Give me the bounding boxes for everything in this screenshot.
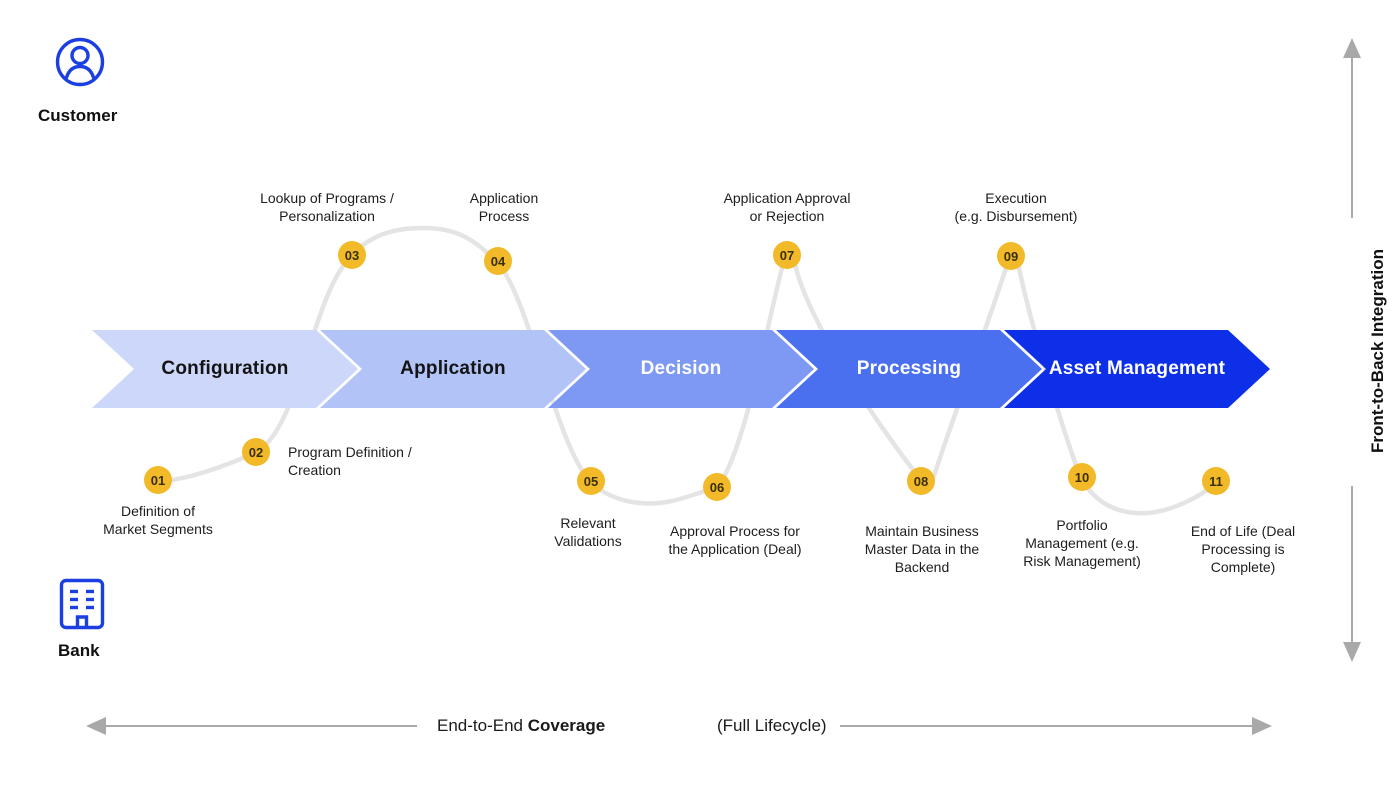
- h-axis-label-paren: (Full Lifecycle): [717, 716, 827, 735]
- phase-label: Decision: [640, 358, 722, 379]
- journey-curve: [147, 225, 1219, 516]
- step-circle-02: 02: [242, 438, 270, 466]
- step-label-09: Execution (e.g. Disbursement): [954, 190, 1078, 224]
- phase-processing: Processing: [776, 330, 1042, 408]
- step-circle-08: 08: [907, 467, 935, 495]
- h-axis-label-bold: Coverage: [527, 716, 606, 735]
- h-axis-arrowhead-right: [1252, 717, 1272, 735]
- h-axis-arrowhead-left: [86, 717, 106, 735]
- step-label-02: Program Definition / Creation: [288, 444, 412, 478]
- phase-asset-management: Asset Management: [1004, 330, 1270, 408]
- step-label-03: Lookup of Programs / Personalization: [260, 190, 394, 224]
- phase-configuration: Configuration: [92, 330, 358, 408]
- customer-label: Customer: [38, 106, 118, 125]
- step-label-01: Definition of Market Segments: [103, 503, 213, 537]
- h-axis-label-regular: End-to-End: [437, 716, 528, 735]
- step-label-08: Maintain Business Master Data in the Bac…: [864, 523, 980, 575]
- customer-icon: [54, 36, 106, 93]
- step-circle-01: 01: [144, 466, 172, 494]
- step-label-05: Relevant Validations: [554, 515, 622, 549]
- phase-label: Configuration: [161, 358, 289, 379]
- v-axis-arrowhead-top: [1343, 38, 1361, 58]
- step-label-04: Application Process: [469, 190, 539, 224]
- step-label-07: Application Approval or Rejection: [723, 190, 851, 224]
- step-circle-03: 03: [338, 241, 366, 269]
- step-label-10: Portfolio Management (e.g. Risk Manageme…: [1023, 517, 1141, 569]
- step-label-06: Approval Process for the Application (De…: [668, 523, 802, 557]
- phase-label: Asset Management: [1048, 358, 1226, 379]
- v-axis-label: Front-to-Back Integration: [1368, 249, 1387, 453]
- phase-label: Processing: [856, 358, 962, 379]
- step-circle-04: 04: [484, 247, 512, 275]
- bank-icon: [58, 577, 106, 636]
- step-label-11: End of Life (Deal Processing is Complete…: [1190, 523, 1296, 575]
- step-circle-07: 07: [773, 241, 801, 269]
- step-circle-11: 11: [1202, 467, 1230, 495]
- phase-application: Application: [320, 330, 586, 408]
- h-axis-label: End-to-End Coverage: [437, 716, 605, 736]
- phase-decision: Decision: [548, 330, 814, 408]
- step-circle-06: 06: [703, 473, 731, 501]
- step-circle-10: 10: [1068, 463, 1096, 491]
- step-circle-05: 05: [577, 467, 605, 495]
- v-axis-arrowhead-bottom: [1343, 642, 1361, 662]
- step-circle-09: 09: [997, 242, 1025, 270]
- phase-label: Application: [400, 358, 506, 379]
- bank-label: Bank: [58, 641, 100, 660]
